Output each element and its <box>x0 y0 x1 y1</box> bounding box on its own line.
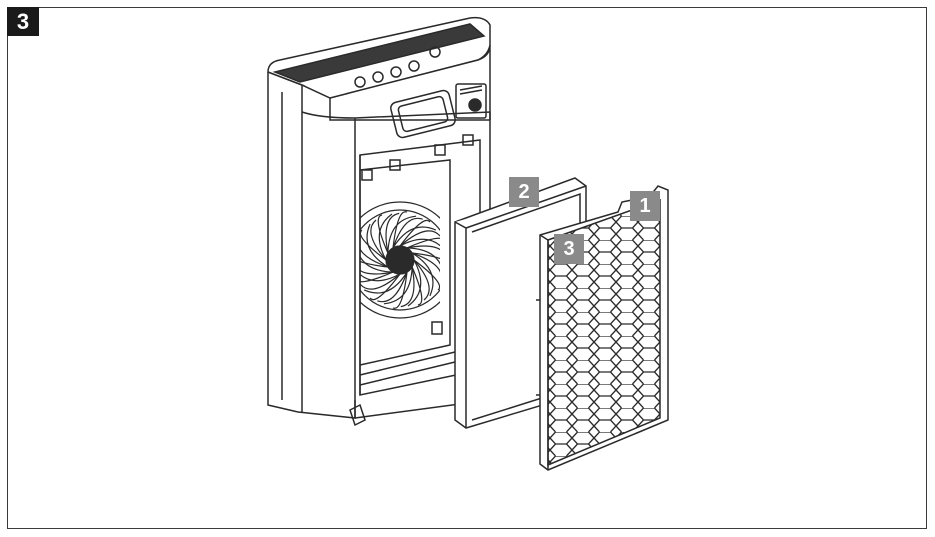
fan-icon <box>360 199 440 321</box>
step-number-badge: 3 <box>7 7 39 36</box>
callout-3: 3 <box>554 234 584 264</box>
callout-1: 1 <box>630 191 660 221</box>
purifier-body <box>267 16 491 427</box>
callout-2: 2 <box>509 177 539 207</box>
